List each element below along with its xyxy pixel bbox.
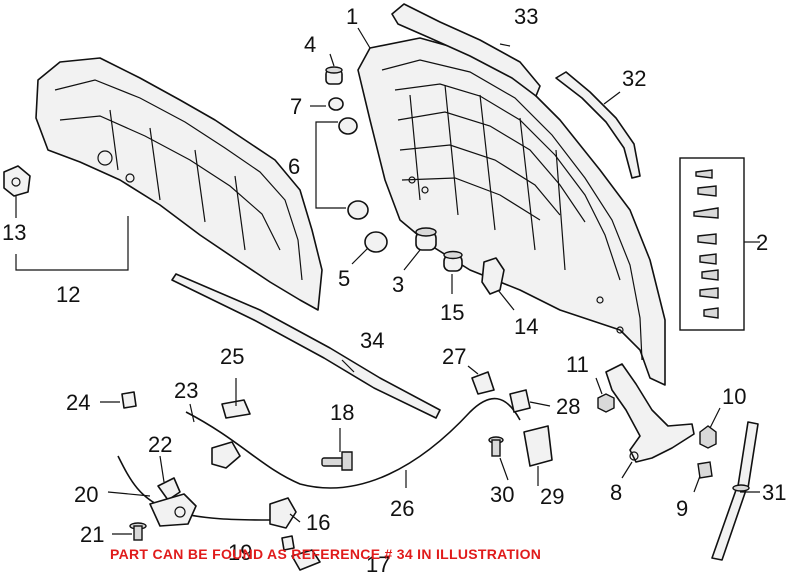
reference-caption: PART CAN BE FOUND AS REFERENCE # 34 IN I… bbox=[110, 546, 542, 562]
callout-23: 23 bbox=[174, 378, 198, 403]
release-handle-assembly bbox=[149, 477, 197, 527]
hood-weatherstrip-rear bbox=[391, 3, 541, 97]
callout-34: 34 bbox=[360, 328, 384, 353]
small-plugs bbox=[325, 66, 463, 272]
callout-7: 7 bbox=[290, 94, 302, 119]
callout-18: 18 bbox=[330, 400, 354, 425]
callout-6: 6 bbox=[288, 154, 300, 179]
latch-connector bbox=[471, 371, 495, 395]
hardware-kit-box bbox=[679, 157, 745, 331]
callout-31: 31 bbox=[762, 480, 786, 505]
hood-panel bbox=[357, 37, 666, 386]
callout-15: 15 bbox=[440, 300, 464, 325]
callout-30: 30 bbox=[490, 482, 514, 507]
callout-24: 24 bbox=[66, 390, 90, 415]
release-bracket bbox=[523, 425, 553, 467]
handle-bolt bbox=[129, 522, 147, 541]
callout-2: 2 bbox=[756, 230, 768, 255]
callout-16: 16 bbox=[306, 510, 330, 535]
callout-14: 14 bbox=[514, 314, 538, 339]
cable-clip bbox=[121, 391, 137, 409]
callout-26: 26 bbox=[390, 496, 414, 521]
cable-connector bbox=[509, 389, 531, 413]
leader-lines bbox=[15, 27, 760, 535]
callout-22: 22 bbox=[148, 432, 172, 457]
callout-13: 13 bbox=[2, 220, 26, 245]
callout-19: 19 bbox=[228, 540, 252, 565]
callout-17: 17 bbox=[366, 552, 390, 572]
callout-33: 33 bbox=[514, 4, 538, 29]
cable-guide bbox=[291, 549, 321, 571]
callout-11: 11 bbox=[566, 352, 589, 377]
hood-front-seal bbox=[171, 273, 441, 419]
callout-5: 5 bbox=[338, 266, 350, 291]
callout-9: 9 bbox=[676, 496, 688, 521]
callout-27: 27 bbox=[442, 344, 466, 369]
callout-21: 21 bbox=[80, 522, 104, 547]
callout-numbers: 1 2 3 4 5 6 7 8 9 10 11 12 13 14 15 16 1… bbox=[2, 4, 786, 572]
callout-3: 3 bbox=[392, 272, 404, 297]
hood-latch bbox=[211, 399, 251, 469]
callout-4: 4 bbox=[304, 32, 316, 57]
hood-insulator bbox=[35, 57, 323, 311]
hood-support-strut bbox=[711, 421, 759, 561]
callout-29: 29 bbox=[540, 484, 564, 509]
callout-1: 1 bbox=[346, 4, 358, 29]
hood-seal-side bbox=[555, 71, 641, 179]
hood-stud bbox=[697, 461, 713, 479]
callout-25: 25 bbox=[220, 344, 244, 369]
latch-bolt bbox=[321, 451, 353, 471]
hinge-nuts bbox=[597, 393, 717, 449]
callout-10: 10 bbox=[722, 384, 746, 409]
cable-end-clip bbox=[281, 535, 295, 551]
hood-bracket bbox=[481, 257, 505, 295]
callout-8: 8 bbox=[610, 480, 622, 505]
callout-28: 28 bbox=[556, 394, 580, 419]
callout-12: 12 bbox=[56, 282, 80, 307]
callout-32: 32 bbox=[622, 66, 646, 91]
hood-bumper-pad bbox=[3, 165, 31, 197]
cable-bracket bbox=[269, 497, 297, 529]
hood-hinge bbox=[605, 363, 695, 463]
release-cable bbox=[185, 397, 521, 489]
bracket-bolt bbox=[488, 436, 504, 457]
callout-20: 20 bbox=[74, 482, 98, 507]
